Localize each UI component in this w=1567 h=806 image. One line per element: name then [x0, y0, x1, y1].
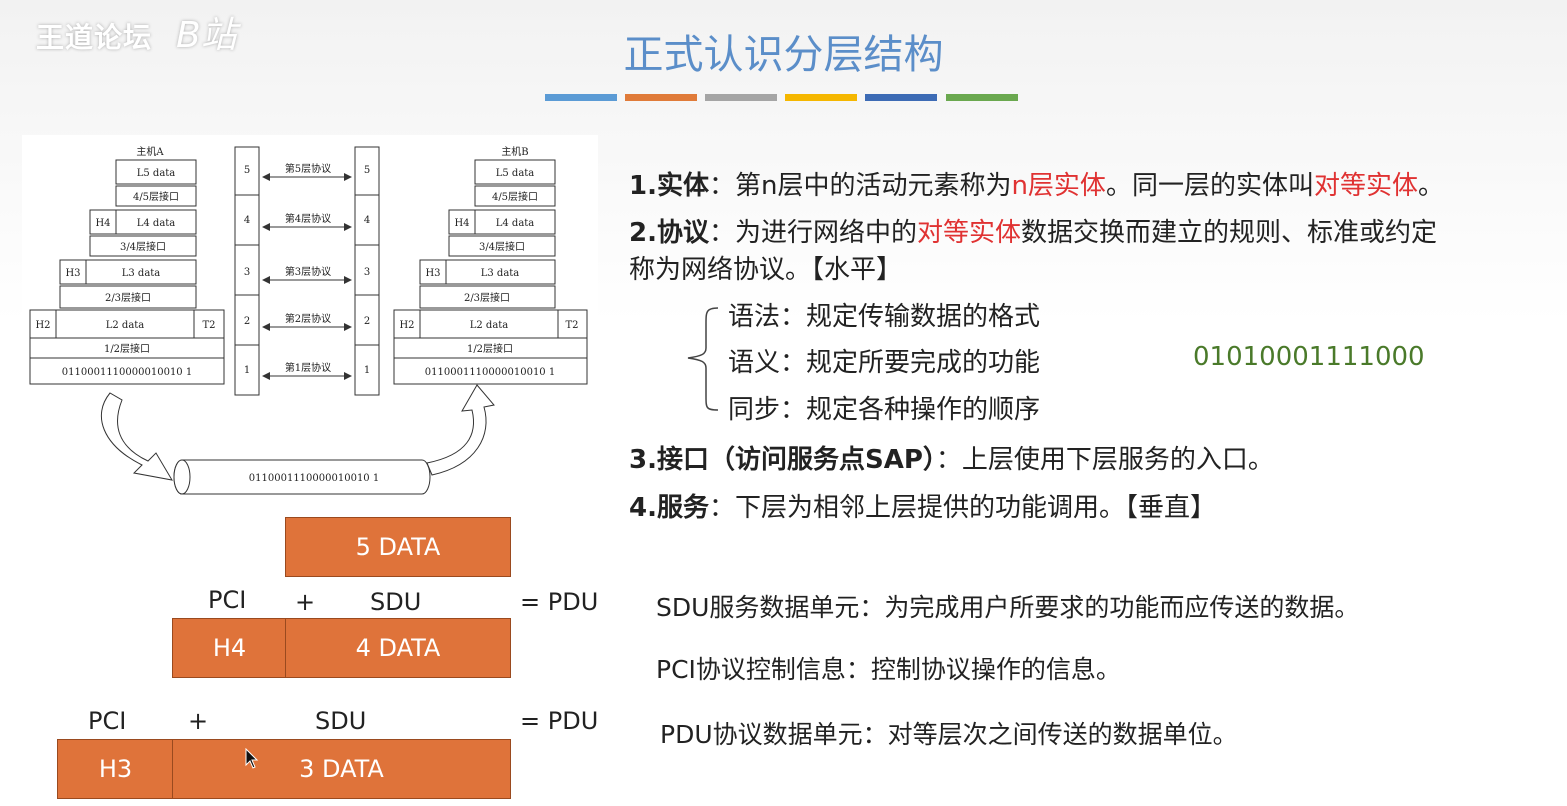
- point-protocol: 2.协议：为进行网络中的对等实体数据交换而建立的规则、标准或约定: [629, 212, 1437, 249]
- pci-definition: PCI协议控制信息：控制协议操作的信息。: [656, 655, 1121, 684]
- protocol-1: 第1层协议: [285, 361, 331, 374]
- point-entity: 1.实体：第n层中的活动元素称为n层实体。同一层的实体叫对等实体。: [629, 165, 1444, 202]
- host-b-label: 主机B: [501, 145, 528, 158]
- point-interface-head: 3.接口（访问服务点SAP）: [629, 445, 936, 475]
- a-bits: 0110001110000010010 1: [62, 367, 192, 378]
- a-if23: 2/3层接口: [105, 291, 151, 304]
- box-5-data: 5 DATA: [285, 517, 511, 577]
- box-4-data: 4 DATA: [285, 618, 511, 678]
- b-bits: 0110001110000010010 1: [425, 367, 555, 378]
- point-entity-text-b: 。同一层的实体叫: [1105, 171, 1314, 201]
- box-h3: H3: [57, 739, 174, 799]
- pci-label-2: PCI: [88, 707, 127, 735]
- plus-label-1: +: [295, 588, 316, 616]
- left-layer-1: 1: [244, 365, 250, 376]
- point-entity-text-c: 。: [1417, 171, 1444, 201]
- box-3-data: 3 DATA: [172, 739, 511, 799]
- b-if23: 2/3层接口: [464, 291, 510, 304]
- point-protocol-red: 对等实体: [916, 218, 1021, 248]
- a-l2: L2 data: [106, 320, 145, 331]
- pdu-label-2: = PDU: [520, 707, 599, 735]
- point-protocol-line2: 称为网络协议。【水平】: [629, 255, 903, 285]
- left-layer-5: 5: [244, 165, 250, 176]
- point-service: 4.服务：下层为相邻上层提供的功能调用。【垂直】: [629, 487, 1216, 524]
- point-entity-head: 1.实体: [629, 171, 709, 201]
- right-layer-1: 1: [364, 365, 370, 376]
- host-a-label: 主机A: [136, 145, 164, 158]
- pdu-definition: PDU协议数据单元：对等层次之间传送的数据单位。: [660, 720, 1238, 749]
- title-bar-6: [946, 94, 1018, 101]
- pipe-bits: 0110001110000010010 1: [249, 473, 379, 484]
- title-bar-2: [625, 94, 697, 101]
- a-h3: H3: [65, 268, 80, 279]
- sdu-label-2: SDU: [315, 707, 367, 735]
- point-service-text: ：下层为相邻上层提供的功能调用。【垂直】: [708, 493, 1216, 523]
- a-l3: L3 data: [122, 268, 161, 279]
- point-protocol-text-a: ：为进行网络中的: [708, 218, 917, 248]
- plus-label-2: +: [188, 707, 209, 735]
- box-h4: H4: [172, 618, 287, 678]
- right-layer-5: 5: [364, 165, 370, 176]
- binary-string: 01010001111000: [1193, 342, 1425, 372]
- a-if34: 3/4层接口: [120, 240, 166, 253]
- protocol-sync: 同步：规定各种操作的顺序: [728, 395, 1041, 425]
- slide-title: 正式认识分层结构: [623, 32, 944, 78]
- b-if45: 4/5层接口: [492, 190, 538, 203]
- protocol-5: 第5层协议: [285, 162, 331, 175]
- pdu-label-1: = PDU: [520, 588, 599, 616]
- b-l5: L5 data: [496, 168, 535, 179]
- b-l4: L4 data: [496, 218, 535, 229]
- brace: [687, 307, 719, 411]
- a-l4: L4 data: [137, 218, 176, 229]
- a-h4: H4: [95, 218, 110, 229]
- right-layer-4: 4: [364, 215, 370, 226]
- sdu-definition: SDU服务数据单元：为完成用户所要求的功能而应传送的数据。: [656, 593, 1360, 622]
- b-t2: T2: [565, 320, 578, 331]
- layer-diagram-svg: 主机A 主机B L5 data 4/5层接口 H4 L4 data 3/4层接口…: [29, 145, 588, 495]
- b-l2: L2 data: [470, 320, 509, 331]
- protocol-syntax: 语法：规定传输数据的格式: [728, 302, 1041, 332]
- point-protocol-text-b: 数据交换而建立的规则、标准或约定: [1021, 218, 1438, 248]
- forum-watermark: 王道论坛: [36, 21, 153, 54]
- logo-watermark: B站: [176, 15, 237, 56]
- left-layer-3: 3: [244, 267, 250, 278]
- b-if34: 3/4层接口: [479, 240, 525, 253]
- point-entity-text-a: ：第n层中的活动元素称为: [708, 171, 1012, 201]
- b-if12: 1/2层接口: [467, 342, 513, 355]
- title-bar-3: [705, 94, 777, 101]
- point-interface: 3.接口（访问服务点SAP）：上层使用下层服务的入口。: [629, 439, 1274, 476]
- a-l5: L5 data: [137, 168, 176, 179]
- protocol-4: 第4层协议: [285, 212, 331, 225]
- point-entity-red1: n层实体: [1011, 171, 1106, 201]
- protocol-2: 第2层协议: [285, 312, 331, 325]
- a-t2: T2: [202, 320, 215, 331]
- right-layer-2: 2: [364, 316, 370, 327]
- left-layer-4: 4: [244, 215, 250, 226]
- mouse-cursor-icon: [245, 748, 259, 769]
- point-service-head: 4.服务: [629, 493, 709, 523]
- b-h3: H3: [425, 268, 440, 279]
- title-bar-4: [785, 94, 857, 101]
- point-interface-text: ：上层使用下层服务的入口。: [935, 445, 1274, 475]
- b-l3: L3 data: [481, 268, 520, 279]
- b-h2: H2: [399, 320, 414, 331]
- point-entity-red2: 对等实体: [1313, 171, 1418, 201]
- protocol-semantics: 语义：规定所要完成的功能: [728, 348, 1041, 378]
- left-layer-2: 2: [244, 316, 250, 327]
- sdu-label-1: SDU: [370, 588, 422, 616]
- b-h4: H4: [454, 218, 469, 229]
- a-if12: 1/2层接口: [104, 342, 150, 355]
- protocol-3: 第3层协议: [285, 265, 331, 278]
- right-layer-3: 3: [364, 267, 370, 278]
- title-bar-1: [545, 94, 617, 101]
- pci-label-1: PCI: [208, 586, 247, 614]
- a-h2: H2: [35, 320, 50, 331]
- layer-diagram: 主机A 主机B L5 data 4/5层接口 H4 L4 data 3/4层接口…: [22, 135, 598, 502]
- a-if45: 4/5层接口: [133, 190, 179, 203]
- title-bar-5: [865, 94, 937, 101]
- point-protocol-head: 2.协议: [629, 218, 709, 248]
